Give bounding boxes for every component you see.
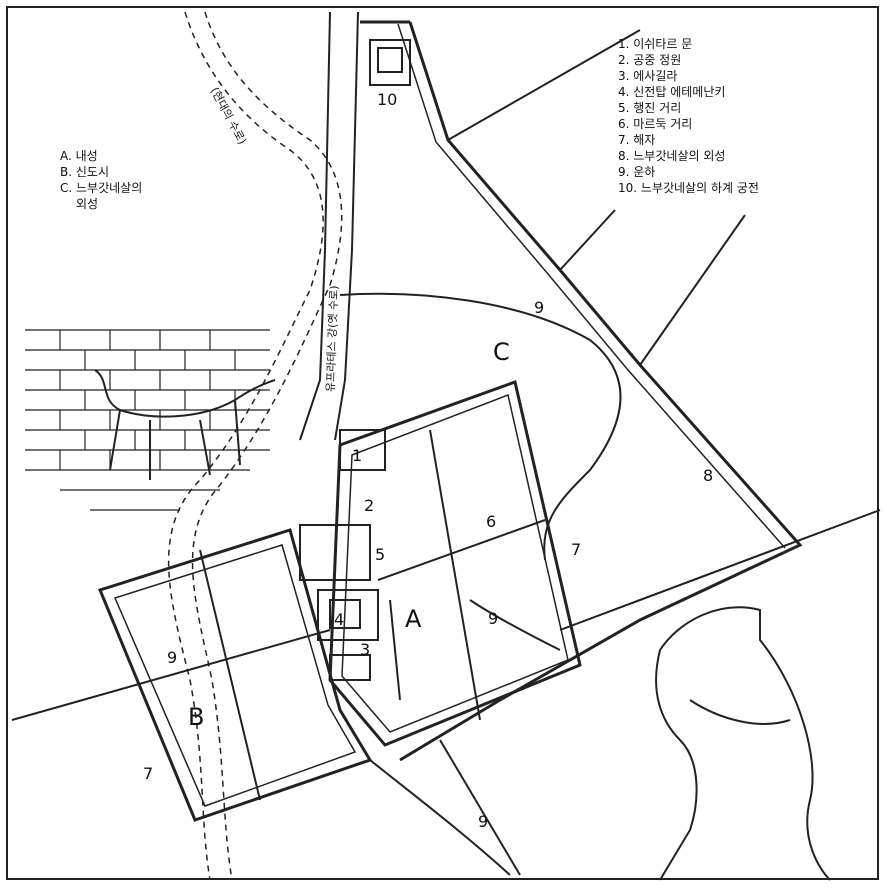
modern-river-course <box>167 11 324 881</box>
label-8: 8 <box>703 466 714 485</box>
label-9-north: 9 <box>534 298 545 317</box>
street-b1 <box>11 629 331 721</box>
street-6 <box>377 519 546 581</box>
legend-item-7: 7. 해자 <box>618 133 656 147</box>
label-5: 5 <box>375 545 386 564</box>
area-label-c: C <box>493 338 510 366</box>
label-9-west: 9 <box>167 648 178 667</box>
street-a2 <box>429 429 481 721</box>
legend-right: 1. 이쉬타르 문 2. 공중 정원 3. 에사길라 4. 신전탑 에테메난키 … <box>618 36 759 196</box>
legend-item-4: 4. 신전탑 에테메난키 <box>618 85 726 99</box>
canal-south <box>369 759 511 876</box>
label-2: 2 <box>364 496 375 515</box>
legend-item-10: 10. 느부갓네살의 하계 궁전 <box>618 181 759 195</box>
outer-wall-inner <box>397 23 786 549</box>
euphrates-river-right-bank <box>334 11 359 441</box>
road-ne-1 <box>447 29 641 141</box>
road-ne-2 <box>559 209 616 271</box>
label-4: 4 <box>334 610 345 629</box>
street-a4 <box>389 599 401 701</box>
legend-item-3: 3. 에사길라 <box>618 69 678 83</box>
euphrates-river-left-bank <box>299 11 331 441</box>
wall-b-inner <box>113 544 357 807</box>
ishtar-gate <box>339 429 386 471</box>
esagila-temple <box>329 654 371 681</box>
canal-south-2 <box>439 739 521 876</box>
brick-panel <box>25 329 270 511</box>
label-3: 3 <box>360 640 371 659</box>
legend-item-c: C. 느부갓네살의 <box>60 181 143 195</box>
label-1: 1 <box>352 446 363 465</box>
canal-north <box>339 292 622 561</box>
modern-river-course-2 <box>191 11 343 881</box>
legend-item-8: 8. 느부갓네살의 외성 <box>618 149 726 163</box>
legend-item-a: A. 내성 <box>60 149 98 163</box>
etemenanki-precinct <box>317 589 379 641</box>
legend-item-1: 1. 이쉬타르 문 <box>618 37 693 51</box>
road-ne-3 <box>639 214 746 366</box>
inner-wall-a <box>328 380 582 747</box>
label-7-west: 7 <box>143 764 154 783</box>
king-figure <box>655 606 831 881</box>
palace-block <box>299 524 371 581</box>
dragon-figure <box>94 369 276 480</box>
legend-item-9: 9. 운하 <box>618 165 656 179</box>
summer-palace <box>369 39 411 86</box>
label-7-east: 7 <box>571 540 582 559</box>
etemenanki-tower <box>329 599 361 629</box>
legend-left: A. 내성 B. 신도시 C. 느부갓네살의 외성 <box>60 148 142 212</box>
label-9-south: 9 <box>478 812 489 831</box>
legend-item-5: 5. 행진 거리 <box>618 101 682 115</box>
summer-palace-inner <box>377 47 403 73</box>
road-e <box>559 509 881 631</box>
legend-item-b: B. 신도시 <box>60 165 109 179</box>
legend-item-6: 6. 마르둑 거리 <box>618 117 693 131</box>
area-label-a: A <box>405 605 422 633</box>
label-10: 10 <box>377 90 398 109</box>
map-frame <box>6 6 879 880</box>
legend-item-2: 2. 공중 정원 <box>618 53 682 67</box>
legend-item-c-cont: 외성 <box>76 197 99 211</box>
wall-b <box>97 528 373 822</box>
area-label-b: B <box>188 703 205 731</box>
label-6: 6 <box>486 512 497 531</box>
street-b2 <box>199 549 261 801</box>
label-9-center: 9 <box>488 609 499 628</box>
street-a3 <box>469 599 561 651</box>
